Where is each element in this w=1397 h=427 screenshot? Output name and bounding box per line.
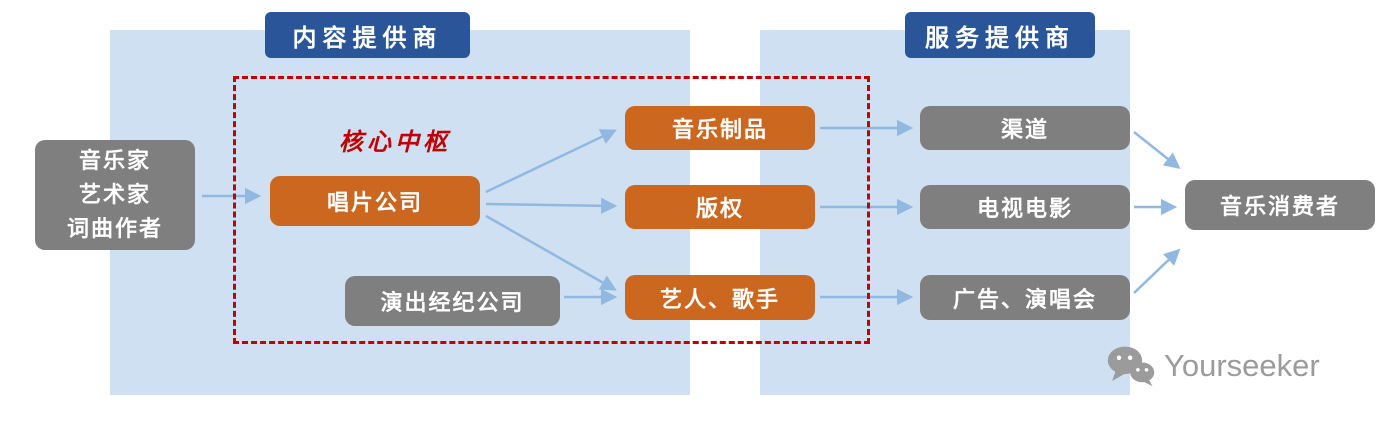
node-tv-movies: 电视电影	[920, 185, 1130, 229]
watermark-brand: Yourseeker	[1164, 347, 1320, 383]
node-ads-concerts: 广告、演唱会	[920, 275, 1130, 320]
wechat-icon	[1106, 344, 1156, 387]
watermark: Yourseeker	[1106, 344, 1320, 387]
node-music-products: 音乐制品	[625, 106, 815, 150]
creators-line-1: 音乐家	[78, 147, 151, 173]
content-provider-header: 内容提供商	[265, 12, 470, 58]
node-record-company: 唱片公司	[270, 176, 480, 226]
creators-line-2: 艺术家	[78, 181, 151, 207]
node-creators: 音乐家 艺术家 词曲作者	[35, 140, 195, 250]
creators-line-3: 词曲作者	[66, 216, 163, 242]
core-hub-label: 核心中枢	[339, 129, 451, 156]
node-channels: 渠道	[920, 106, 1130, 150]
node-artists-singers: 艺人、歌手	[625, 275, 815, 320]
node-copyright: 版权	[625, 185, 815, 229]
node-talent-agency: 演出经纪公司	[345, 276, 560, 326]
node-music-consumers: 音乐消费者	[1185, 180, 1375, 230]
core-hub-dashed-frame	[233, 76, 870, 344]
service-provider-header: 服务提供商	[905, 12, 1095, 58]
